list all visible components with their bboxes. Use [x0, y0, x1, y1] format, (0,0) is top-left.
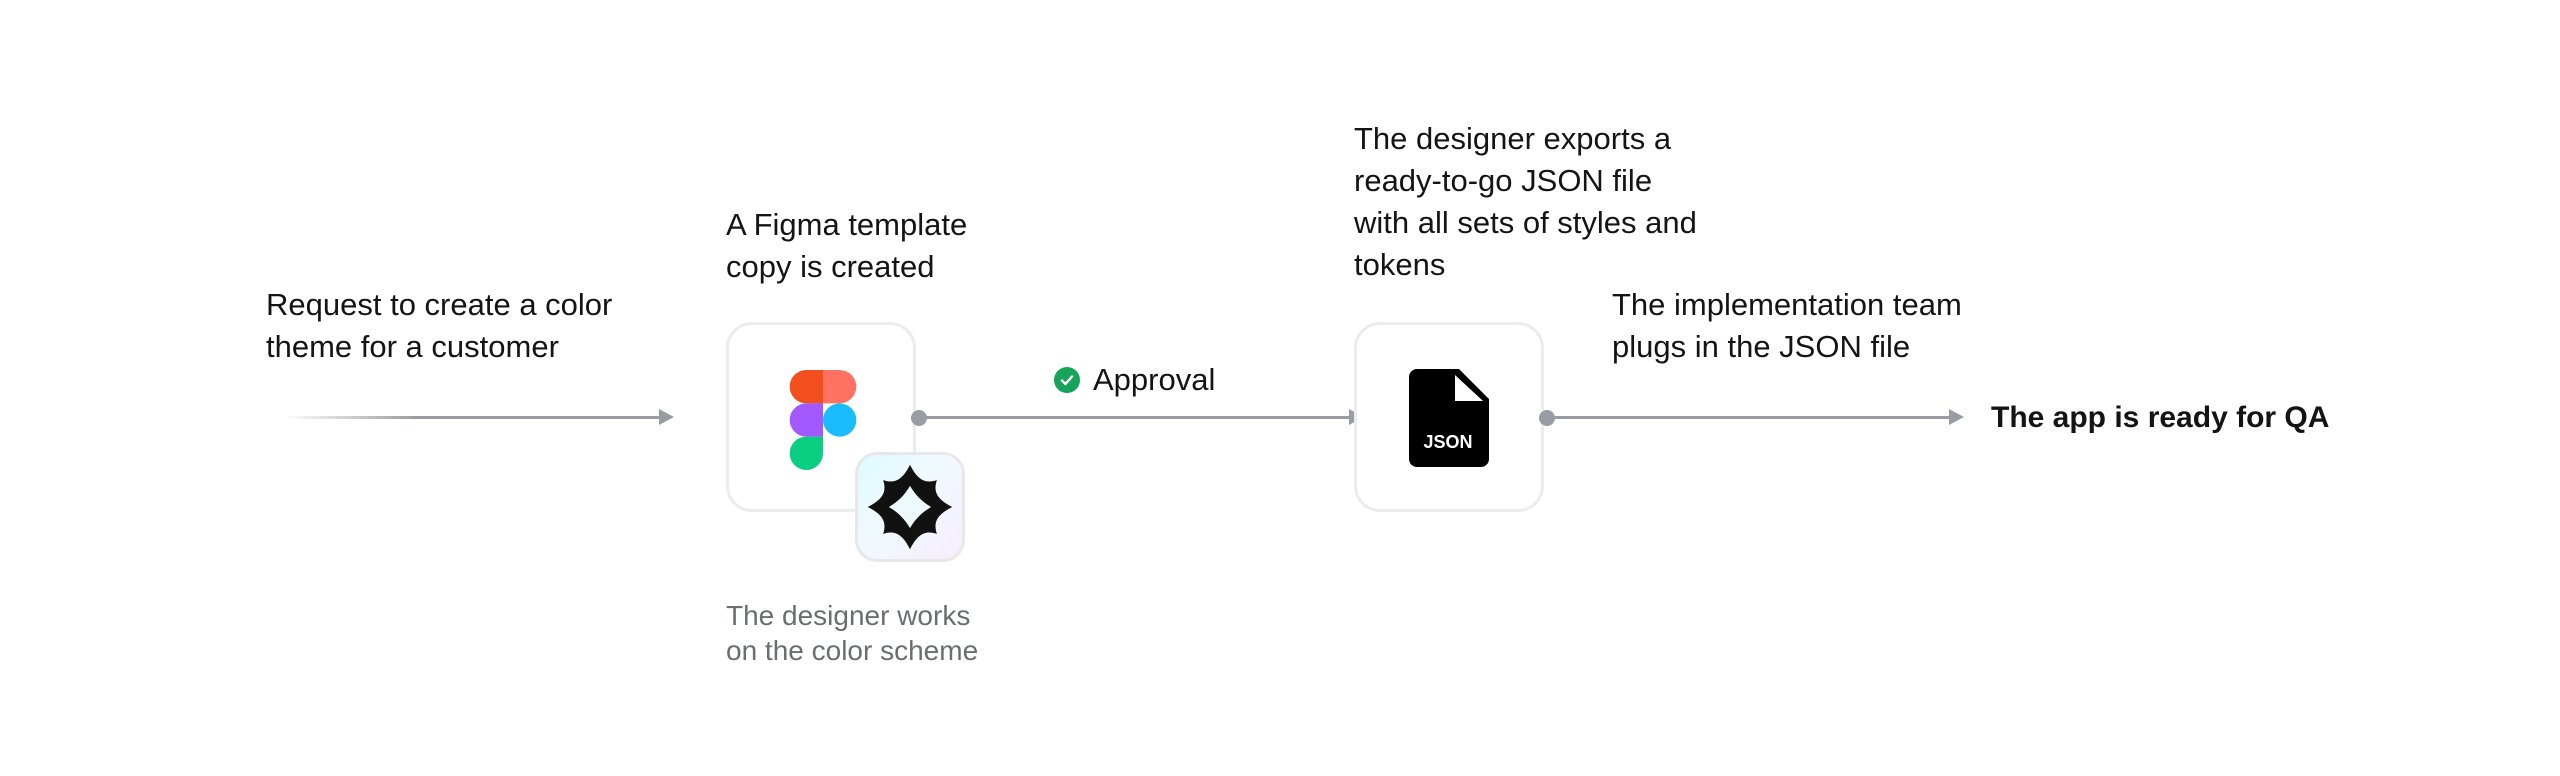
- plugin-logo-icon: [867, 464, 953, 550]
- arrow-head: [1949, 409, 1964, 425]
- plugin-badge: [855, 452, 965, 562]
- step-implementation-text: The implementation team plugs in the JSO…: [1612, 287, 1962, 364]
- step-designer-works-text: The designer works on the color scheme: [726, 600, 979, 666]
- json-file-icon: JSON: [1409, 369, 1489, 467]
- figma-logo-icon: [789, 370, 857, 470]
- step-request-text: Request to create a color theme for a cu…: [266, 287, 613, 364]
- check-circle-icon: [1054, 367, 1080, 393]
- arrow-request-to-figma: [285, 409, 674, 425]
- checkmark-icon: [1060, 375, 1074, 386]
- json-card: JSON: [1354, 322, 1544, 512]
- arrow-figma-to-json: [919, 409, 1364, 425]
- figma-card: [726, 322, 916, 512]
- step-final-text: The app is ready for QA: [1991, 401, 2330, 434]
- step-figma-copy-text: A Figma template copy is created: [726, 207, 968, 284]
- approval-label: Approval: [1093, 362, 1216, 397]
- step-export-text: The designer exports a ready-to-go JSON …: [1354, 121, 1697, 282]
- arrow-json-to-qa: [1547, 409, 1964, 425]
- json-file-label: JSON: [1423, 432, 1472, 452]
- arrow-head: [659, 409, 674, 425]
